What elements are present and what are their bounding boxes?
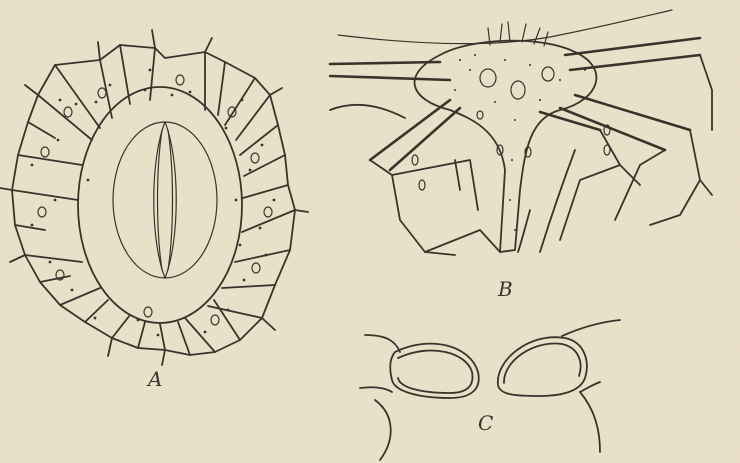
panel-c-label: C	[478, 411, 493, 435]
panel-b-label: B	[497, 277, 513, 301]
panel-a-label: A	[146, 367, 162, 391]
